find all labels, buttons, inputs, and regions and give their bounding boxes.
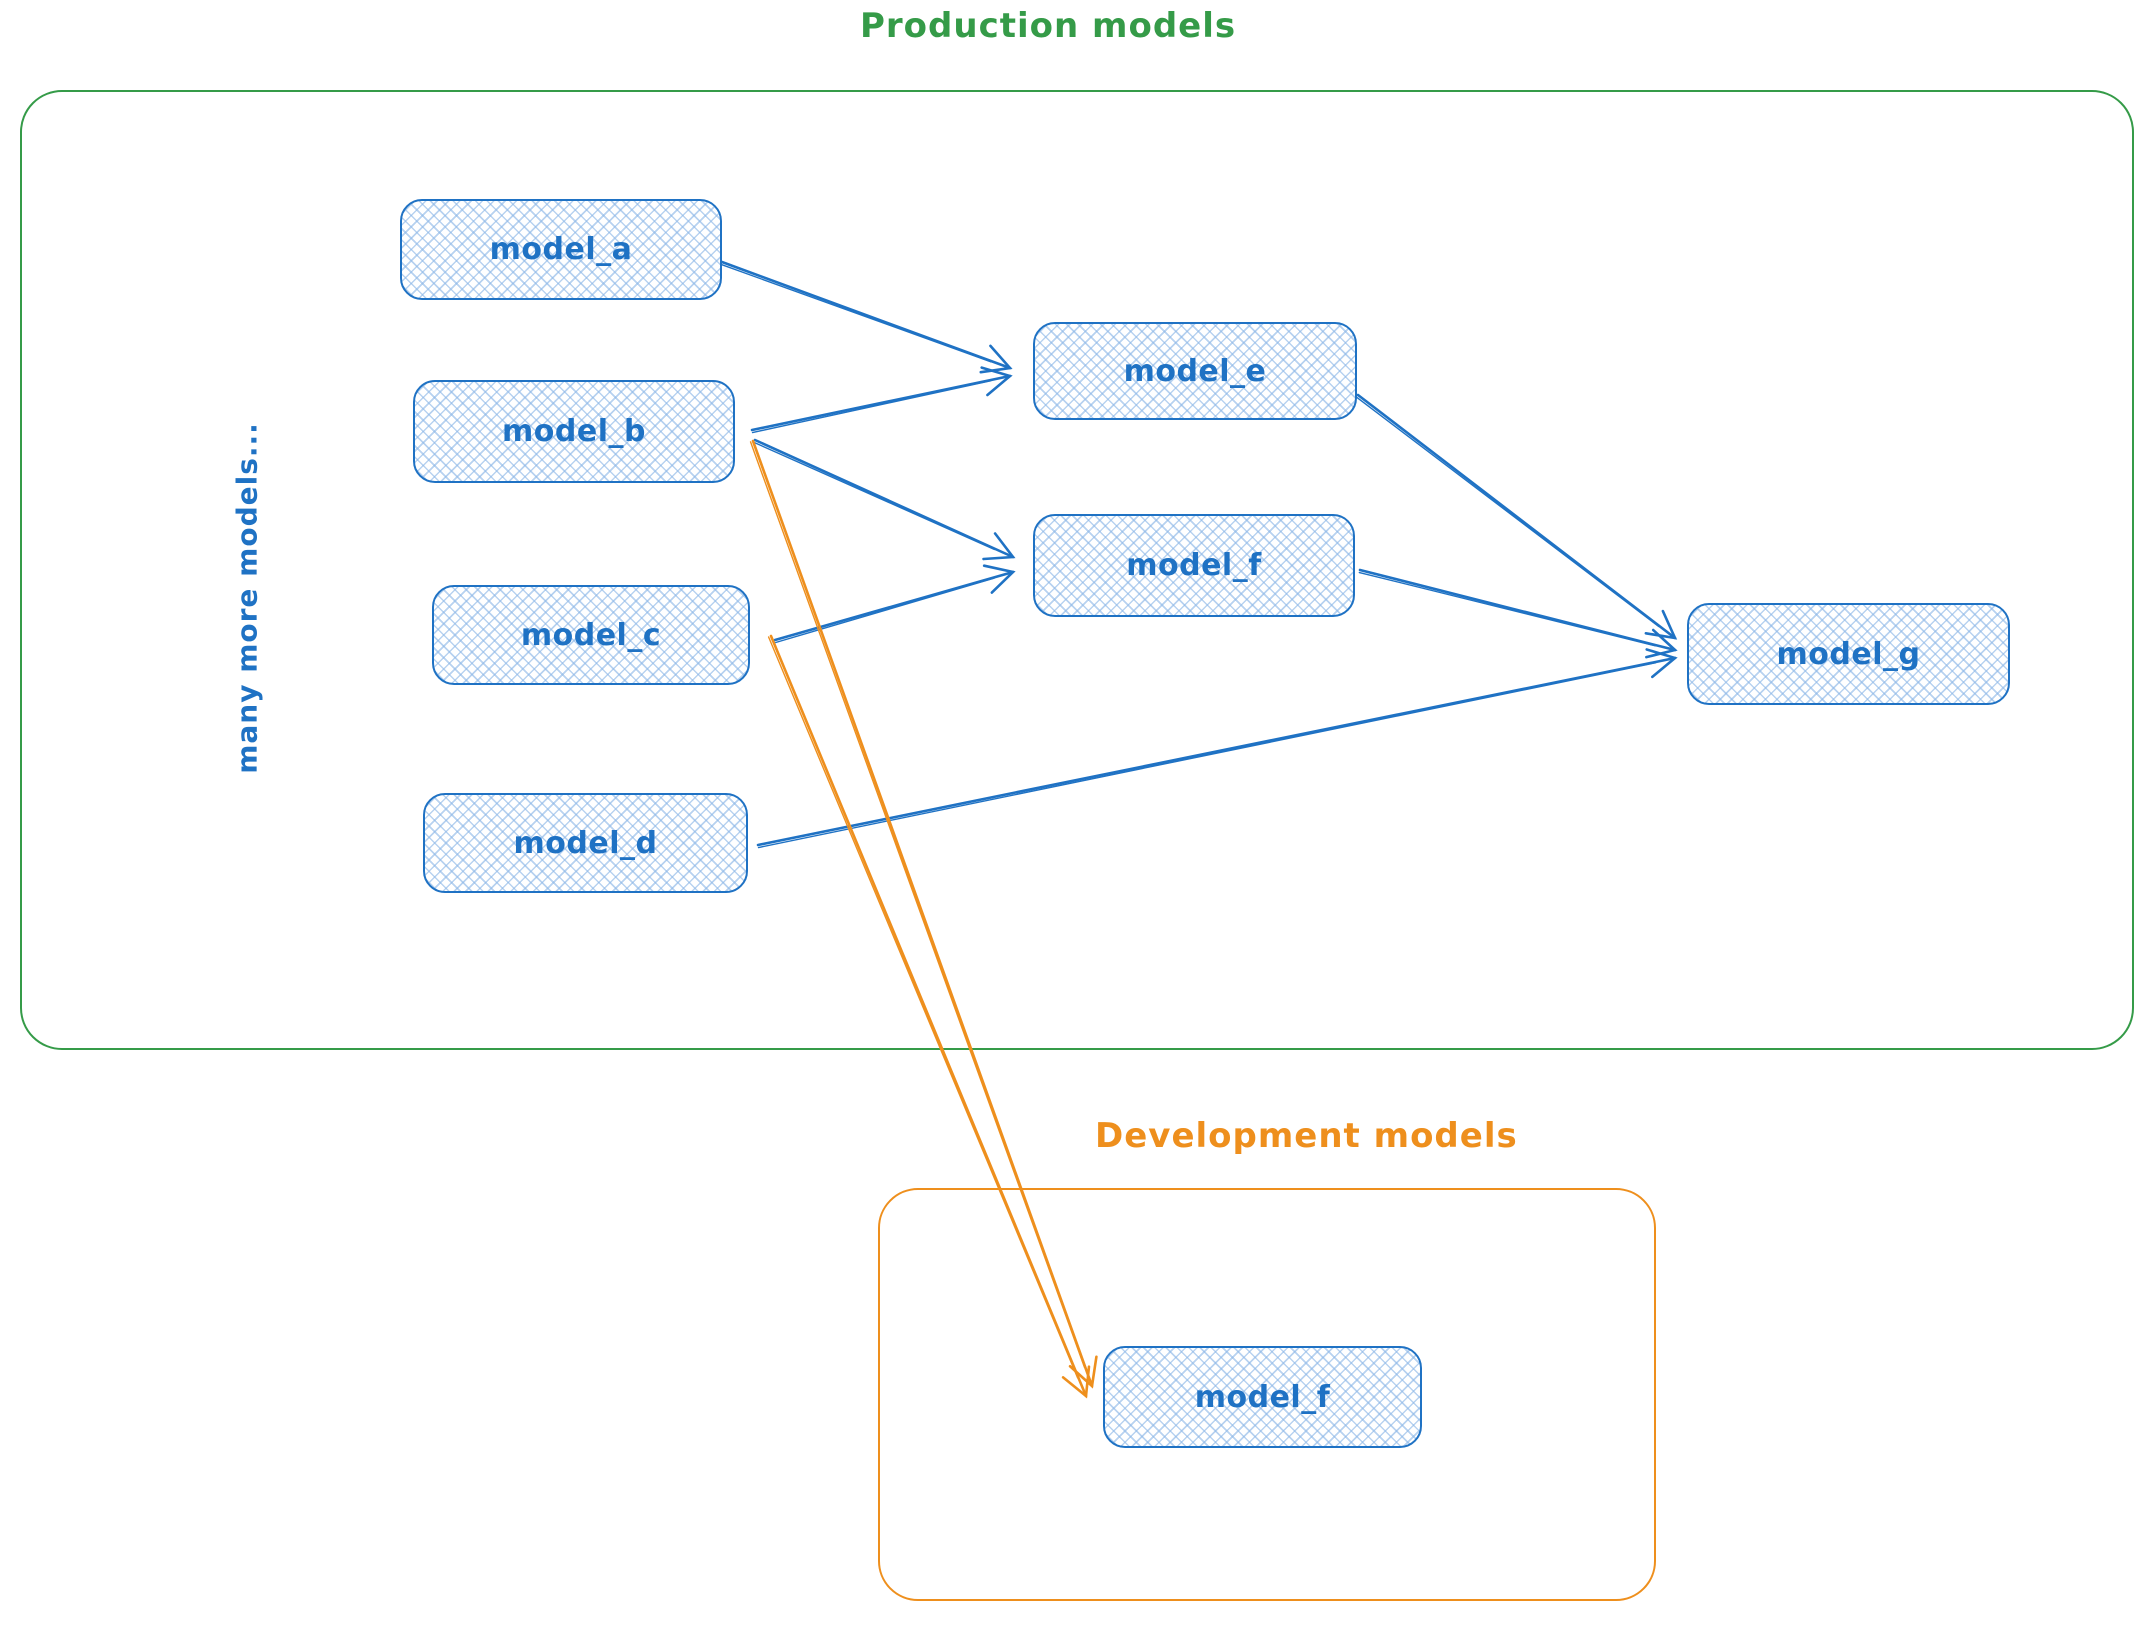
- edge-model_d-to-model_g[interactable]: [756, 648, 1678, 849]
- node-model_e[interactable]: model_e: [1033, 322, 1357, 420]
- many-more-models-label: many more models...: [230, 422, 264, 774]
- edge-model_e-to-model_g[interactable]: [1355, 393, 1678, 640]
- node-label: model_b: [502, 414, 646, 449]
- production-frame[interactable]: [20, 90, 2134, 1050]
- node-label: model_d: [513, 825, 658, 861]
- edge-model_b-to-model_f_dev[interactable]: [749, 439, 1098, 1389]
- node-label: model_g: [1776, 636, 1921, 672]
- development-title: Development models: [1095, 1116, 1518, 1156]
- node-model_f_dev[interactable]: model_f: [1103, 1346, 1422, 1448]
- edge-model_b-to-model_f[interactable]: [753, 438, 1016, 561]
- node-model_b[interactable]: model_b: [413, 380, 735, 483]
- production-title: Production models: [860, 6, 1237, 46]
- edge-model_f-to-model_g[interactable]: [1358, 568, 1678, 659]
- node-label: model_f: [1194, 1379, 1331, 1415]
- node-label: model_a: [489, 232, 633, 267]
- node-label: model_f: [1126, 548, 1262, 583]
- node-model_f[interactable]: model_f: [1033, 514, 1355, 617]
- development-frame[interactable]: [878, 1188, 1656, 1601]
- node-model_c[interactable]: model_c: [432, 585, 750, 685]
- edge-model_c-to-model_f_dev[interactable]: [767, 634, 1091, 1399]
- node-model_a[interactable]: model_a: [400, 199, 722, 300]
- edge-model_b-to-model_e[interactable]: [750, 366, 1013, 434]
- edge-model_c-to-model_f[interactable]: [773, 564, 1016, 644]
- node-model_d[interactable]: model_d: [423, 793, 748, 893]
- node-label: model_c: [520, 617, 662, 653]
- edge-model_a-to-model_e[interactable]: [720, 260, 1013, 374]
- node-model_g[interactable]: model_g: [1687, 603, 2010, 705]
- node-label: model_e: [1123, 353, 1267, 389]
